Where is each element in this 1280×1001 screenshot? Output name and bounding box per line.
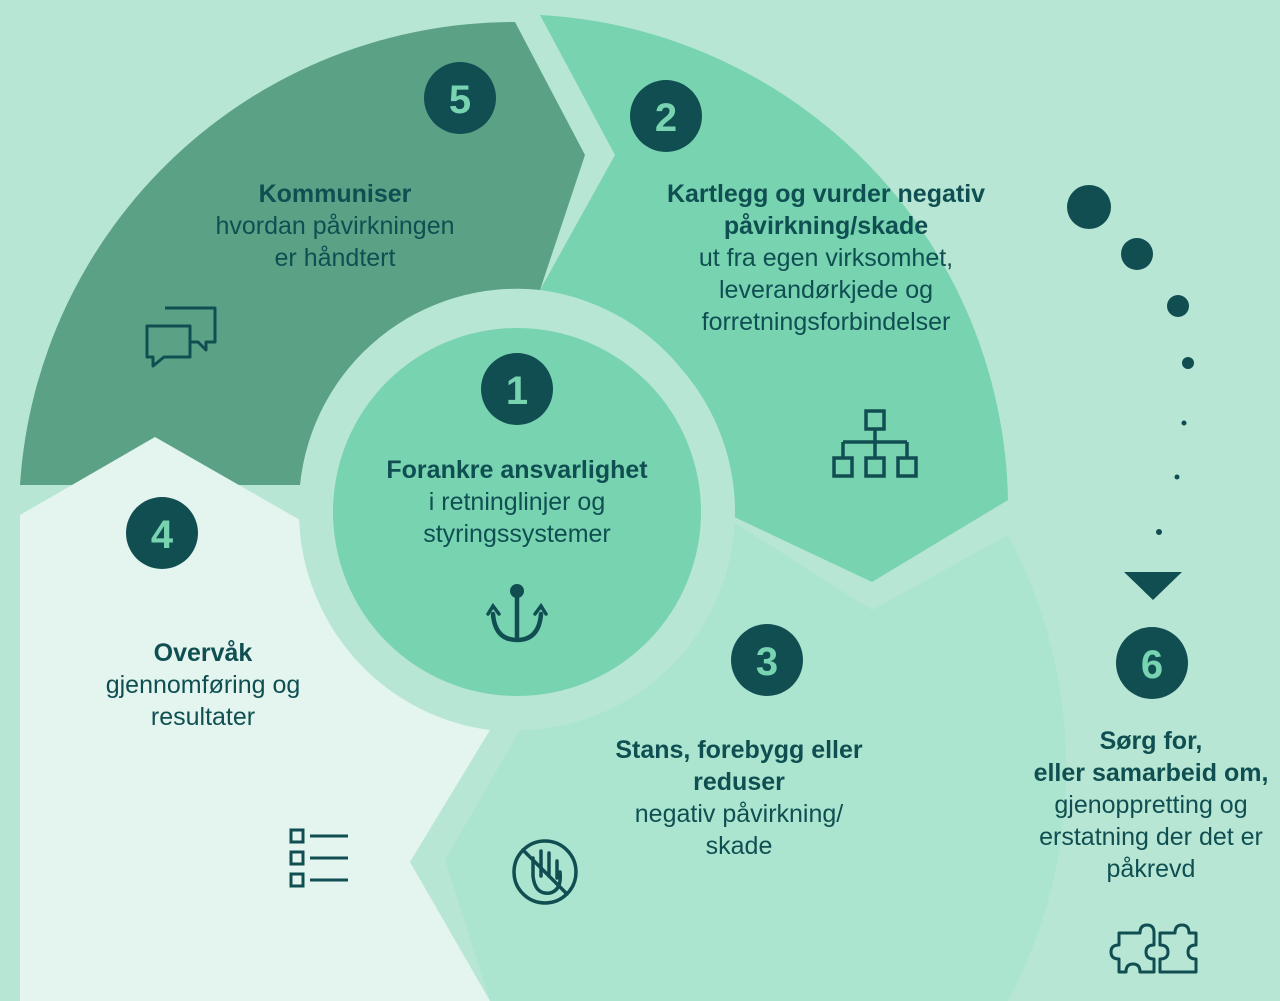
badge-2-number: 2 — [655, 96, 677, 140]
step-3-title-1: Stans, forebygg eller — [615, 736, 863, 764]
step-1-text: Forankre ansvarlighet i retninglinjer og… — [357, 454, 677, 550]
badge-4-number: 4 — [151, 513, 174, 557]
down-arrow-icon — [1124, 572, 1182, 600]
trail-dot — [1156, 529, 1162, 535]
step-5-line-2: er håndtert — [274, 244, 396, 272]
step-6-title-1: Sørg for, — [1099, 727, 1203, 755]
step-2-text: Kartlegg og vurder negativ påvirkning/sk… — [640, 178, 1012, 338]
org-chart-icon — [832, 409, 918, 478]
step-6-title-2: eller samarbeid om, — [1033, 759, 1269, 787]
trail-dot — [1121, 238, 1153, 270]
step-4-title: Overvåk — [153, 639, 253, 667]
chat-bubbles-icon — [145, 306, 217, 368]
trail-dot — [1167, 295, 1189, 317]
stop-hand-icon — [512, 839, 578, 905]
trail-dot — [1067, 185, 1111, 229]
step-6-text: Sørg for, eller samarbeid om, gjenoppret… — [1022, 725, 1280, 885]
step-3-title-2: reduser — [693, 768, 785, 796]
badge-5-number: 5 — [449, 78, 471, 122]
trail-dot — [1174, 474, 1180, 480]
step-2-line-3: forretningsforbindelser — [701, 308, 951, 336]
badge-2: 2 — [630, 80, 702, 152]
step-6-line-2: erstatning der det er — [1039, 823, 1263, 851]
checklist-icon — [289, 828, 348, 888]
trail-dot — [1181, 420, 1187, 426]
step-6-line-1: gjenoppretting og — [1054, 791, 1248, 819]
anchor-icon — [486, 584, 548, 643]
dotted-trail — [1067, 185, 1194, 600]
center-circle — [333, 328, 701, 696]
segment-3-shape — [445, 520, 1067, 1001]
step-5-text: Kommuniser hvordan påvirkningen er håndt… — [175, 178, 495, 274]
segment-5-shape — [20, 21, 585, 486]
step-4-text: Overvåk gjennomføring og resultater — [63, 637, 343, 733]
puzzle-icon — [1109, 923, 1198, 974]
badge-6: 6 — [1116, 627, 1188, 699]
step-2-line-1: ut fra egen virksomhet, — [698, 244, 954, 272]
step-3-text: Stans, forebygg eller reduser negativ på… — [584, 734, 894, 862]
step-2-line-2: leverandørkjede og — [718, 276, 933, 304]
step-4-line-2: resultater — [150, 703, 256, 731]
step-6-line-3: påkrevd — [1106, 855, 1196, 883]
segment-4-shape — [20, 437, 490, 1001]
step-1-title: Forankre ansvarlighet — [386, 456, 648, 484]
badge-5: 5 — [424, 62, 496, 134]
step-2-title-2: påvirkning/skade — [723, 212, 929, 240]
step-1-line-2: styringssystemer — [423, 520, 611, 548]
badge-1: 1 — [481, 353, 553, 425]
step-1-line-1: i retninglinjer og — [428, 488, 606, 516]
step-4-line-1: gjennomføring og — [105, 671, 301, 699]
badge-3-number: 3 — [756, 640, 778, 684]
step-5-title: Kommuniser — [258, 180, 412, 208]
step-5-line-1: hvordan påvirkningen — [215, 212, 455, 240]
badge-1-number: 1 — [506, 369, 528, 413]
trail-dot — [1182, 357, 1194, 369]
step-3-line-2: skade — [705, 832, 773, 860]
badge-4: 4 — [126, 497, 198, 569]
badge-3: 3 — [731, 624, 803, 696]
step-3-line-1: negativ påvirkning/ — [634, 800, 844, 828]
step-2-title-1: Kartlegg og vurder negativ — [666, 180, 986, 208]
badge-6-number: 6 — [1141, 643, 1163, 687]
